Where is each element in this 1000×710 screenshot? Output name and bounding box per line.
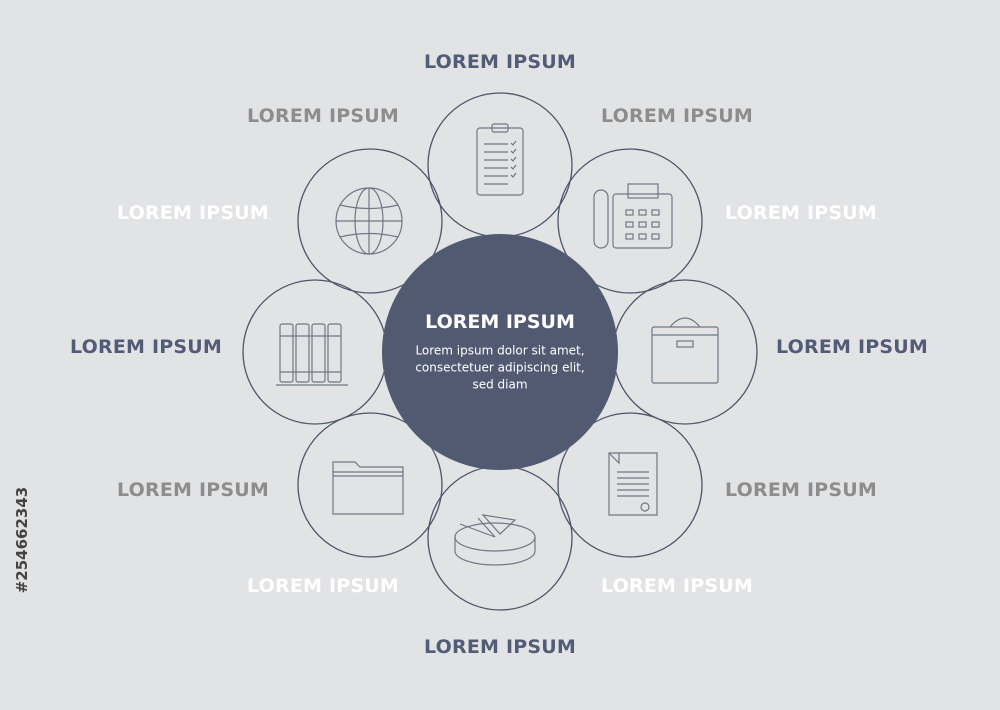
center-body-line: consectetuer adipiscing elit, <box>415 360 585 375</box>
fax-phone-icon <box>593 183 673 249</box>
label-top-right-lower: LOREM IPSUM <box>725 202 877 224</box>
label-top-right-upper: LOREM IPSUM <box>601 105 753 127</box>
label-right: LOREM IPSUM <box>776 336 928 358</box>
center-title: LOREM IPSUM <box>425 311 575 333</box>
ring-bottom-right <box>557 412 703 558</box>
ring-bottom-left <box>297 412 443 558</box>
center-body: Lorem ipsum dolor sit amet, consectetuer… <box>395 343 605 394</box>
label-bottom-right-upper: LOREM IPSUM <box>725 479 877 501</box>
label-bottom-right-lower: LOREM IPSUM <box>601 575 753 597</box>
label-bottom-left-upper: LOREM IPSUM <box>117 479 269 501</box>
globe-icon <box>335 187 403 255</box>
ring-left <box>242 279 388 425</box>
document-icon <box>608 452 658 516</box>
label-top: LOREM IPSUM <box>424 51 576 73</box>
label-bottom: LOREM IPSUM <box>424 636 576 658</box>
center-body-line: Lorem ipsum dolor sit amet, <box>415 343 585 358</box>
label-bottom-left-lower: LOREM IPSUM <box>247 575 399 597</box>
label-top-left-upper: LOREM IPSUM <box>247 105 399 127</box>
label-top-left-lower: LOREM IPSUM <box>117 202 269 224</box>
stock-id-label: #254662343 <box>13 486 31 594</box>
ring-top-left <box>297 148 443 294</box>
binders-icon <box>276 323 348 386</box>
pie-chart-icon <box>454 514 536 566</box>
center-body-line: sed diam <box>472 377 528 392</box>
label-left: LOREM IPSUM <box>70 336 222 358</box>
center-disc <box>382 234 618 470</box>
clipboard-icon <box>476 123 524 196</box>
ring-top-right <box>557 148 703 294</box>
briefcase-icon <box>651 317 719 384</box>
ring-top <box>427 92 573 238</box>
ring-bottom <box>427 465 573 611</box>
folder-icon <box>332 461 404 515</box>
ring-right <box>612 279 758 425</box>
